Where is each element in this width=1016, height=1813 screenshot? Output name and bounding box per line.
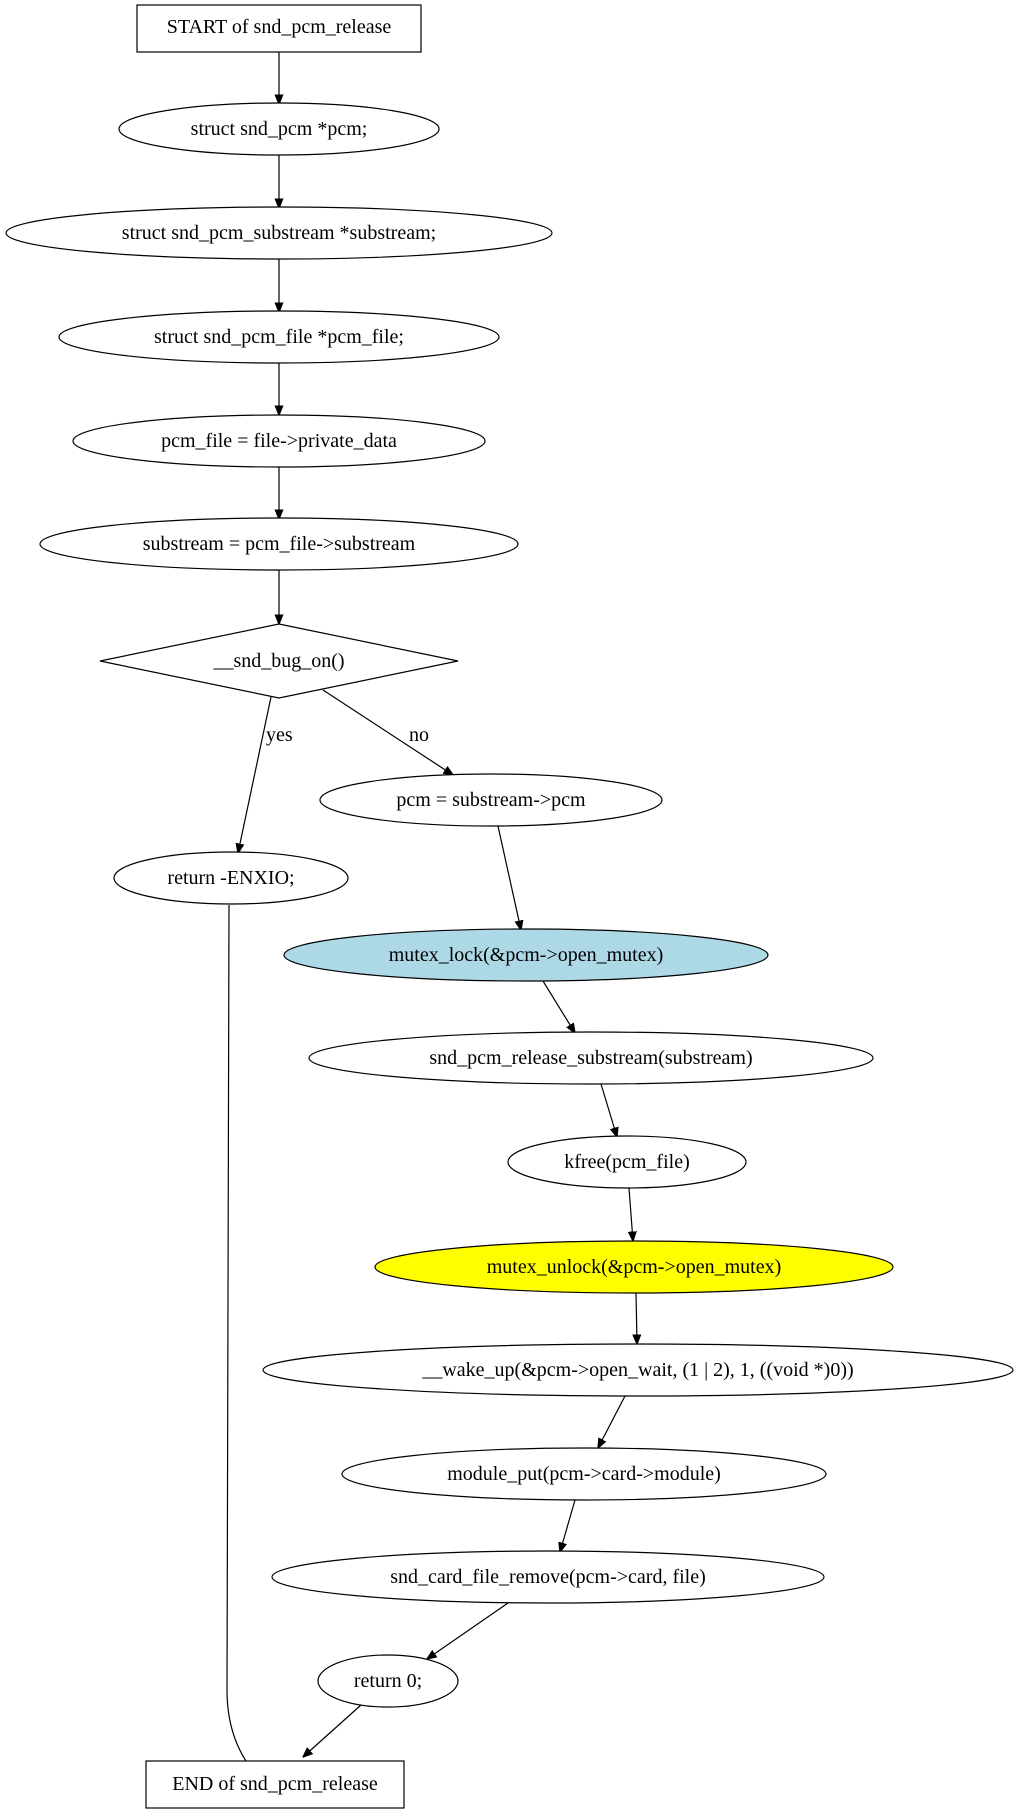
edge-label-no: no [409,724,429,746]
node-end: END of snd_pcm_release [145,1760,405,1809]
svg-text:struct snd_pcm_file *pcm_file;: struct snd_pcm_file *pcm_file; [154,326,404,348]
edge-bug-on-no [322,689,453,775]
node-assign-pcm: pcm = substream->pcm [319,773,663,827]
mutex-unlock-highlight [374,1240,894,1294]
node-return-enxio: return -ENXIO; [113,851,349,905]
edge-label-yes: yes [266,724,293,746]
edge-return-zero-to-end [303,1704,362,1757]
svg-text:pcm = substream->pcm: pcm = substream->pcm [396,789,586,811]
svg-text:module_put(pcm->card->module): module_put(pcm->card->module) [447,1463,721,1485]
edge-wake-up-to-module-put [598,1395,626,1448]
edge-kfree-to-mutex-unlock [629,1187,633,1241]
node-wake-up: __wake_up(&pcm->open_wait, (1 | 2), 1, (… [262,1343,1014,1397]
node-mutex-lock: mutex_lock(&pcm->open_mutex) [283,928,769,982]
edge-card-file-remove-to-return-zero [427,1602,509,1659]
node-release-substream: snd_pcm_release_substream(substream) [308,1031,874,1085]
svg-text:snd_card_file_remove(pcm->card: snd_card_file_remove(pcm->card, file) [390,1566,706,1588]
edge-bug-on-yes [238,696,272,853]
node-assign-pcm-file: pcm_file = file->private_data [72,414,486,468]
node-bug-on-decision: __snd_bug_on() [99,623,459,699]
svg-text:mutex_lock(&pcm->open_mutex): mutex_lock(&pcm->open_mutex) [389,944,664,966]
svg-text:pcm_file = file->private_data: pcm_file = file->private_data [161,430,397,452]
edge-return-enxio-to-end [226,904,254,1772]
svg-text:snd_pcm_release_substream(subs: snd_pcm_release_substream(substream) [429,1047,752,1069]
node-decl-pcm: struct snd_pcm *pcm; [118,102,440,156]
node-mutex-unlock: mutex_unlock(&pcm->open_mutex) [374,1240,894,1294]
node-decl-substream: struct snd_pcm_substream *substream; [5,206,553,260]
edge-module-put-to-card-file-remove [560,1499,576,1552]
svg-text:struct snd_pcm *pcm;: struct snd_pcm *pcm; [191,118,368,140]
svg-text:START of snd_pcm_release: START of snd_pcm_release [167,16,392,38]
edge-assign-pcm-to-mutex-lock [497,825,521,930]
node-decl-pcm-file: struct snd_pcm_file *pcm_file; [58,310,500,364]
edge-mutex-unlock-to-wake-up [636,1292,637,1344]
svg-text:mutex_unlock(&pcm->open_mutex): mutex_unlock(&pcm->open_mutex) [487,1256,782,1278]
edge-release-substream-to-kfree [600,1083,617,1137]
edges: yes no [226,52,637,1772]
node-assign-substream: substream = pcm_file->substream [39,517,519,571]
svg-text:substream = pcm_file->substrea: substream = pcm_file->substream [143,533,416,555]
node-module-put: module_put(pcm->card->module) [341,1447,827,1501]
node-return-zero: return 0; [317,1654,459,1708]
svg-text:return -ENXIO;: return -ENXIO; [167,867,294,889]
mutex-lock-highlight [283,928,769,982]
node-kfree: kfree(pcm_file) [507,1135,747,1189]
node-card-file-remove: snd_card_file_remove(pcm->card, file) [271,1550,825,1604]
svg-text:__wake_up(&pcm->open_wait, (1: __wake_up(&pcm->open_wait, (1 | 2), 1, (… [421,1359,853,1381]
node-start: START of snd_pcm_release [136,4,422,53]
svg-text:END of snd_pcm_release: END of snd_pcm_release [172,1773,378,1795]
svg-text:return 0;: return 0; [354,1670,422,1692]
svg-text:__snd_bug_on(): __snd_bug_on() [212,650,344,672]
svg-text:struct snd_pcm_substream *subs: struct snd_pcm_substream *substream; [122,222,436,244]
svg-text:kfree(pcm_file): kfree(pcm_file) [564,1151,689,1173]
edge-mutex-lock-to-release-substream [542,980,575,1033]
